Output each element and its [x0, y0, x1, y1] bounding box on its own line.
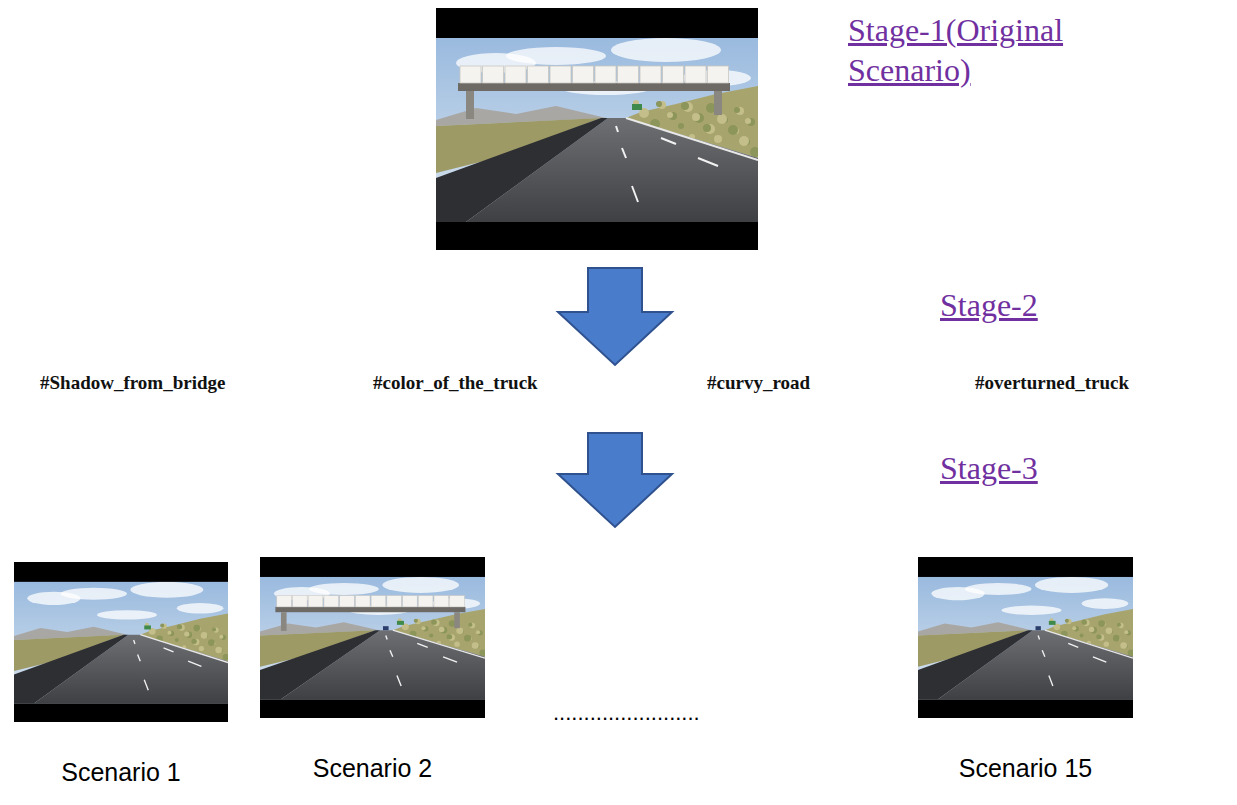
scenario-caption: Scenario 1 — [14, 758, 228, 787]
road-scene-image — [14, 562, 228, 722]
scenario-caption: Scenario 2 — [260, 754, 485, 783]
tag-band: #Shadow_from_bridge #color_of_the_truck #c… — [30, 368, 1225, 400]
block-arrow — [558, 433, 672, 527]
scenario-image: Scenario 1 — [14, 562, 228, 722]
scenario-image: Scenario 15 — [918, 557, 1133, 718]
scenario-caption: Scenario 15 — [918, 754, 1133, 783]
road-scene-image — [918, 557, 1133, 718]
tag-text: #curvy_road — [707, 372, 810, 394]
scenario-image: Stage-1(Original Scenario) — [436, 8, 758, 250]
tag-text: #Shadow_from_bridge — [40, 372, 225, 394]
tag-text: #color_of_the_truck — [373, 372, 538, 394]
road-scene-image — [260, 557, 485, 718]
tag-text: #overturned_truck — [975, 372, 1129, 394]
scenario-image: Scenario 2 — [260, 557, 485, 718]
stage-heading: Stage-1(Original Scenario) — [848, 10, 1148, 90]
stage-label: Stage-3 — [940, 450, 1038, 487]
road-scene-image — [436, 8, 758, 250]
stage-label: Stage-2 — [940, 287, 1038, 324]
ellipsis-dots: ........................ — [553, 700, 700, 726]
block-arrow — [558, 268, 672, 365]
